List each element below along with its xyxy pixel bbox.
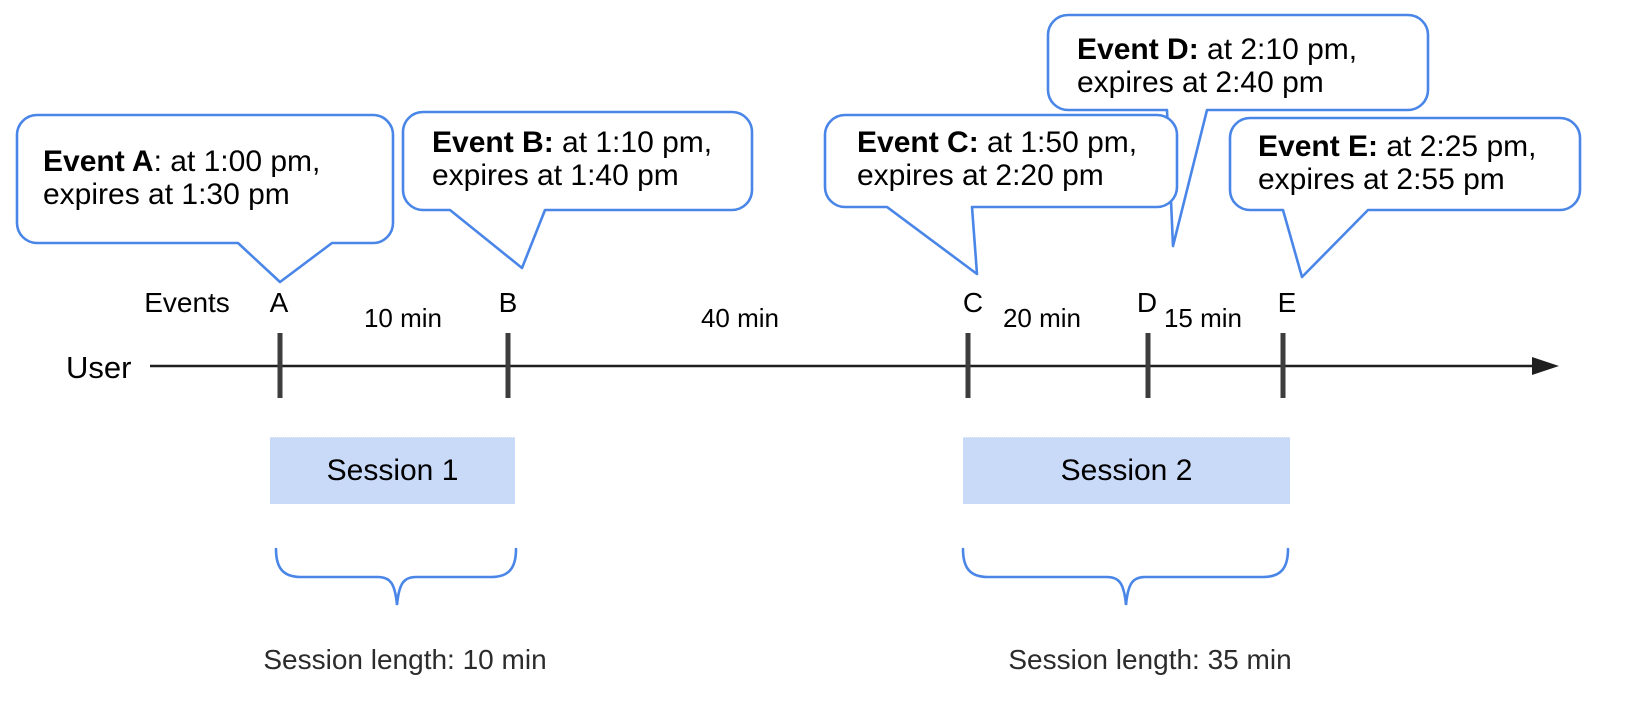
event-d-callout-text: Event D: at 2:10 pm, expires at 2:40 pm	[1077, 33, 1358, 99]
session-2-length-label: Session length: 35 min	[1008, 644, 1292, 675]
interval-label-b-c: 40 min	[700, 303, 780, 333]
event-a-title: Event A	[43, 145, 154, 178]
session-1-box: Session 1	[270, 437, 515, 504]
event-marker-b: B	[498, 287, 518, 318]
event-b-title: Event B:	[432, 126, 554, 159]
event-e-expiry: expires at 2:55 pm	[1258, 163, 1505, 196]
event-c-title: Event C:	[857, 126, 979, 159]
event-a-callout-text: Event A: at 1:00 pm, expires at 1:30 pm	[43, 145, 321, 211]
callout-bubble-event-a	[15, 113, 395, 284]
session-2-brace	[961, 547, 1290, 606]
event-b-callout-text: Event B: at 1:10 pm, expires at 1:40 pm	[432, 126, 713, 192]
callout-bubble-event-c	[823, 113, 1179, 276]
event-e-callout-text: Event E: at 2:25 pm, expires at 2:55 pm	[1258, 130, 1537, 196]
event-marker-e: E	[1277, 287, 1297, 318]
interval-label-a-b: 10 min	[363, 303, 443, 333]
event-marker-a: A	[269, 287, 289, 318]
event-b-expiry: expires at 1:40 pm	[432, 159, 679, 192]
interval-label-c-d: 20 min	[1002, 303, 1082, 333]
event-c-expiry: expires at 2:20 pm	[857, 159, 1104, 192]
session-1-length-label: Session length: 10 min	[263, 644, 547, 675]
event-a-expiry: expires at 1:30 pm	[43, 178, 290, 211]
event-d-title: Event D:	[1077, 33, 1199, 66]
event-marker-c: C	[962, 287, 984, 318]
events-axis-label: Events	[144, 287, 230, 318]
event-e-title: Event E:	[1258, 130, 1379, 163]
user-axis-label: User	[66, 350, 132, 385]
event-c-callout-text: Event C: at 1:50 pm, expires at 2:20 pm	[857, 126, 1138, 192]
session-1-label: Session 1	[326, 454, 459, 487]
event-marker-d: D	[1136, 287, 1158, 318]
callout-bubble-event-d	[1046, 13, 1430, 248]
session-2-box: Session 2	[963, 437, 1290, 504]
interval-label-d-e: 15 min	[1163, 303, 1243, 333]
callout-bubble-event-b	[401, 110, 754, 270]
event-d-expiry: expires at 2:40 pm	[1077, 66, 1324, 99]
session-2-label: Session 2	[1060, 454, 1193, 487]
session-1-brace	[274, 547, 518, 606]
callout-bubble-event-e	[1228, 116, 1582, 279]
timeline-arrowhead-icon	[1532, 357, 1559, 375]
